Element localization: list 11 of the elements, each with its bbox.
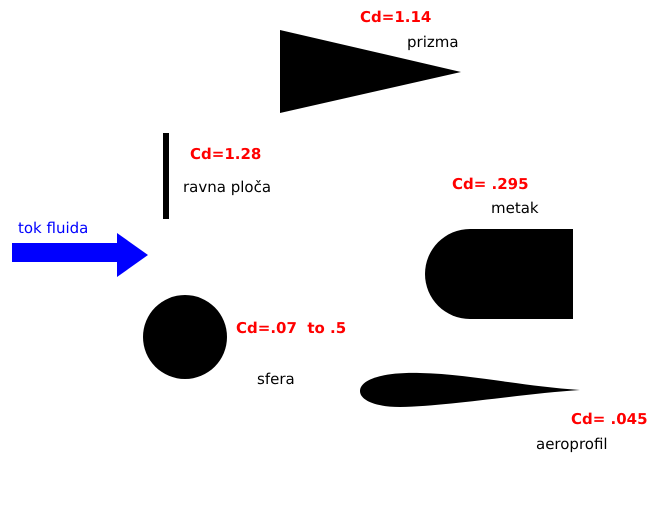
shape-label: aeroprofil (536, 435, 608, 453)
drag-coefficient-label: Cd=.07 to .5 (236, 319, 346, 337)
drag-coefficient-label: Cd= .045 (571, 410, 648, 428)
shape-label: sfera (257, 370, 295, 388)
flow-label: tok fluida (18, 219, 88, 237)
shape-label: prizma (407, 33, 459, 51)
shape-label: metak (491, 199, 539, 217)
drag-coefficient-label: Cd=1.28 (190, 145, 262, 163)
drag-coefficient-label: Cd=1.14 (360, 8, 432, 26)
shape-label: ravna ploča (183, 178, 272, 196)
drag-coefficient-label: Cd= .295 (452, 175, 529, 193)
